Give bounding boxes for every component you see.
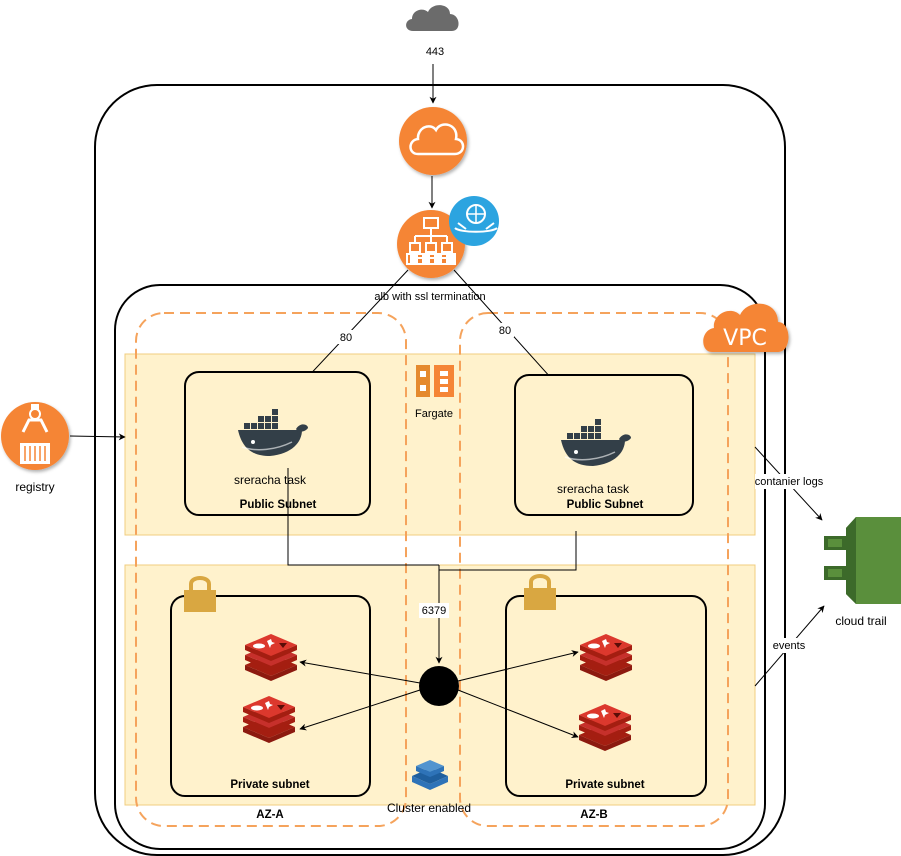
registry-label: registry <box>15 480 54 494</box>
task-b-route <box>439 531 577 571</box>
events-label: events <box>773 640 806 652</box>
cluster-label: Cluster enabled <box>387 801 471 815</box>
task-a-label: sreracha task <box>234 473 307 487</box>
cloud-trail-label: cloud trail <box>835 614 886 628</box>
public-subnet-b-label: Public Subnet <box>567 499 644 511</box>
load-balancer-icon <box>406 217 456 265</box>
hub-to-redis-b2-arrow <box>457 689 579 738</box>
hub-to-redis-a1-arrow <box>299 659 421 684</box>
vpc-badge: VPC <box>703 303 789 352</box>
public-subnet-a-label: Public Subnet <box>240 499 317 511</box>
port-a-label: 80 <box>340 332 352 344</box>
elasticache-icon <box>412 760 448 790</box>
redis-port-label: 6379 <box>422 605 446 617</box>
container-logs-bg <box>755 474 825 489</box>
az-a-boundary <box>135 312 407 827</box>
port-a-bg <box>337 330 355 344</box>
az-b-label: AZ-B <box>580 809 607 821</box>
registry-circle <box>1 402 69 470</box>
task-b-label: sreracha task <box>557 482 630 496</box>
fargate-label: Fargate <box>415 408 453 420</box>
cloudfront-circle <box>399 107 467 175</box>
alb-node[interactable] <box>397 210 465 278</box>
redis-port-bg <box>419 603 449 618</box>
cloudfront-node[interactable] <box>399 107 467 175</box>
container-registry-icon <box>20 404 50 464</box>
internet-port-label: 443 <box>426 46 444 58</box>
private-subnet-a-label: Private subnet <box>230 779 309 791</box>
vpc-label: VPC <box>723 326 767 351</box>
private-subnet-b <box>505 595 707 797</box>
cloud-icon <box>409 123 465 156</box>
private-subnet-a <box>170 595 371 797</box>
fargate-icon <box>416 365 454 397</box>
cloudtrail-icon[interactable] <box>824 517 901 604</box>
task-a-route <box>287 468 439 566</box>
az-a-label: AZ-A <box>256 809 283 821</box>
registry-node[interactable] <box>1 402 69 470</box>
redis-hub <box>419 666 459 706</box>
events-bg <box>771 638 807 653</box>
hub-to-redis-a2-arrow <box>299 689 421 731</box>
port-b-label: 80 <box>499 325 511 337</box>
internet-cloud-icon <box>406 5 459 32</box>
container-logs-label: contanier logs <box>755 476 824 488</box>
acm-certificate-icon <box>449 196 499 246</box>
registry-arrow <box>69 433 126 441</box>
alb-label: alb with ssl termination <box>374 291 485 303</box>
port-b-bg <box>496 323 514 337</box>
private-subnet-b-label: Private subnet <box>565 779 644 791</box>
hub-to-redis-b1-arrow <box>457 650 579 682</box>
